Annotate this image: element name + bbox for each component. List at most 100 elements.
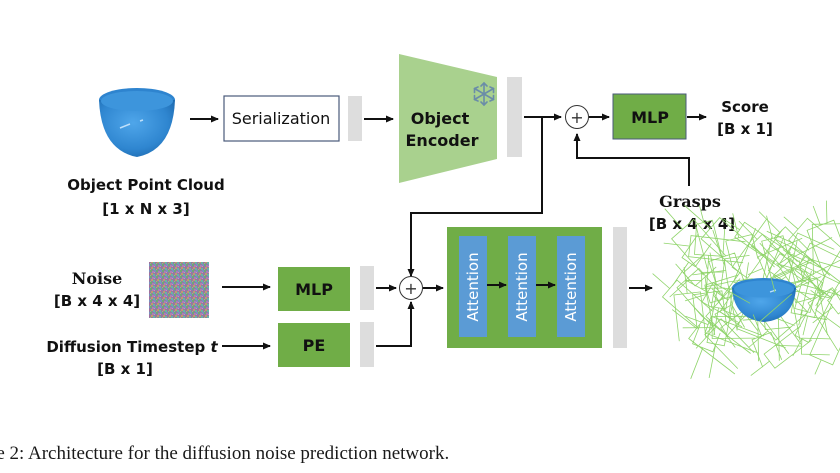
grasp-stem [775, 238, 806, 255]
top-sum-node: + [565, 105, 589, 129]
grasp-stem [783, 216, 799, 230]
grasp-stem [750, 245, 775, 263]
grasp-line [763, 325, 812, 369]
grasp-stem [699, 205, 705, 223]
grasp-stem [704, 276, 708, 293]
point-cloud-label: Object Point Cloud [67, 176, 224, 194]
grasp-stem [766, 215, 773, 239]
grasp-stem [812, 205, 821, 226]
timestep-label: Diffusion Timestep t [46, 338, 218, 356]
grasp-line [700, 217, 761, 275]
attention-label-3: Attention [562, 252, 580, 321]
figure-caption: re 2: Architecture for the diffusion noi… [0, 443, 450, 464]
object-encoder-block [399, 54, 497, 183]
grasp-line [794, 285, 817, 313]
grasp-line [790, 290, 832, 321]
grasp-stem [815, 292, 825, 307]
grasp-stem [695, 325, 717, 349]
attention-block-1 [459, 236, 487, 337]
grasp-stem [812, 306, 834, 324]
feature-bar-serialized [348, 96, 362, 141]
noise-shape: [B x 4 x 4] [54, 292, 140, 310]
noise-mlp-label: MLP [295, 280, 333, 299]
grasp-stem [709, 252, 717, 285]
score-mlp-label: MLP [631, 108, 669, 127]
attention-label-2: Attention [513, 252, 531, 321]
grasp-stem [802, 316, 808, 336]
grasp-line [711, 315, 755, 339]
grasp-stem [706, 255, 710, 290]
encoder-label-line1: Object [411, 109, 470, 128]
feature-bar-noise [360, 266, 374, 310]
serialization-label: Serialization [232, 109, 331, 128]
grasp-stem [713, 307, 719, 336]
grasp-stem [748, 330, 769, 348]
grasp-stem [798, 260, 804, 281]
grasp-stem [712, 229, 723, 258]
predicted-grasps-lines [652, 200, 840, 379]
grasp-stem [675, 263, 689, 279]
grasp-line [788, 217, 840, 276]
pe-block [278, 323, 350, 367]
grasp-stem [685, 315, 709, 325]
arrow-grasps-to-top-sum [573, 133, 690, 186]
attention-label-1: Attention [464, 252, 482, 321]
grasp-stem [750, 360, 770, 376]
grasp-stem [758, 211, 780, 233]
grasp-stem [826, 200, 828, 225]
grasp-line [761, 235, 797, 293]
snowflake-icon [473, 81, 495, 107]
object-point-cloud-image [99, 88, 175, 157]
grasp-line [809, 303, 840, 366]
grasp-line [681, 234, 712, 268]
grasp-stem [769, 244, 786, 256]
predicted-grasps-lines-front [684, 204, 840, 368]
grasp-stem [738, 220, 758, 240]
grasp-line [751, 233, 786, 268]
grasp-stem [776, 263, 806, 272]
grasp-stem [712, 291, 724, 310]
grasp-stem [685, 279, 708, 293]
bottom-sum-node: + [399, 276, 423, 300]
attention-block-3 [557, 236, 585, 337]
feature-bar-timestep [360, 322, 374, 367]
point-cloud-shape: [1 x N x 3] [102, 200, 189, 218]
attention-block-2 [508, 236, 536, 337]
encoder-label-line2: Encoder [406, 131, 479, 150]
grasp-stem [728, 289, 733, 316]
grasp-line [734, 221, 791, 269]
noise-label: Noise [72, 269, 123, 288]
noise-mlp-block [278, 267, 350, 311]
serialization-block [223, 95, 340, 142]
grasp-stem [671, 309, 697, 329]
feature-bar-transformer [613, 227, 627, 348]
grasp-stem [692, 270, 726, 276]
grasp-stem [708, 344, 717, 378]
grasp-line [773, 226, 810, 262]
grasp-stem [684, 293, 708, 302]
score-mlp-block [612, 93, 687, 140]
grasp-line [710, 283, 731, 310]
grasp-stem [747, 268, 764, 275]
grasp-stem [798, 310, 803, 326]
feature-bar-encoded [507, 77, 522, 157]
grasp-stem [814, 359, 822, 375]
svg-text:+: + [570, 108, 583, 127]
pe-label: PE [303, 336, 326, 355]
arrow-pe-to-bottom-sum [376, 301, 415, 347]
grasp-stem [664, 208, 684, 230]
grasp-stem [652, 273, 670, 289]
grasp-stem [690, 347, 704, 379]
score-label: Score [721, 98, 769, 116]
grasp-line [777, 253, 811, 290]
timestep-shape: [B x 1] [97, 360, 153, 378]
grasp-stem [752, 314, 762, 337]
noise-image [149, 262, 209, 318]
grasp-line [806, 219, 840, 278]
grasp-stem [810, 289, 824, 300]
grasp-stem [711, 288, 729, 301]
grasp-stem [722, 218, 740, 231]
grasps-shape: [B x 4 x 4] [649, 215, 735, 233]
score-shape: [B x 1] [717, 120, 773, 138]
